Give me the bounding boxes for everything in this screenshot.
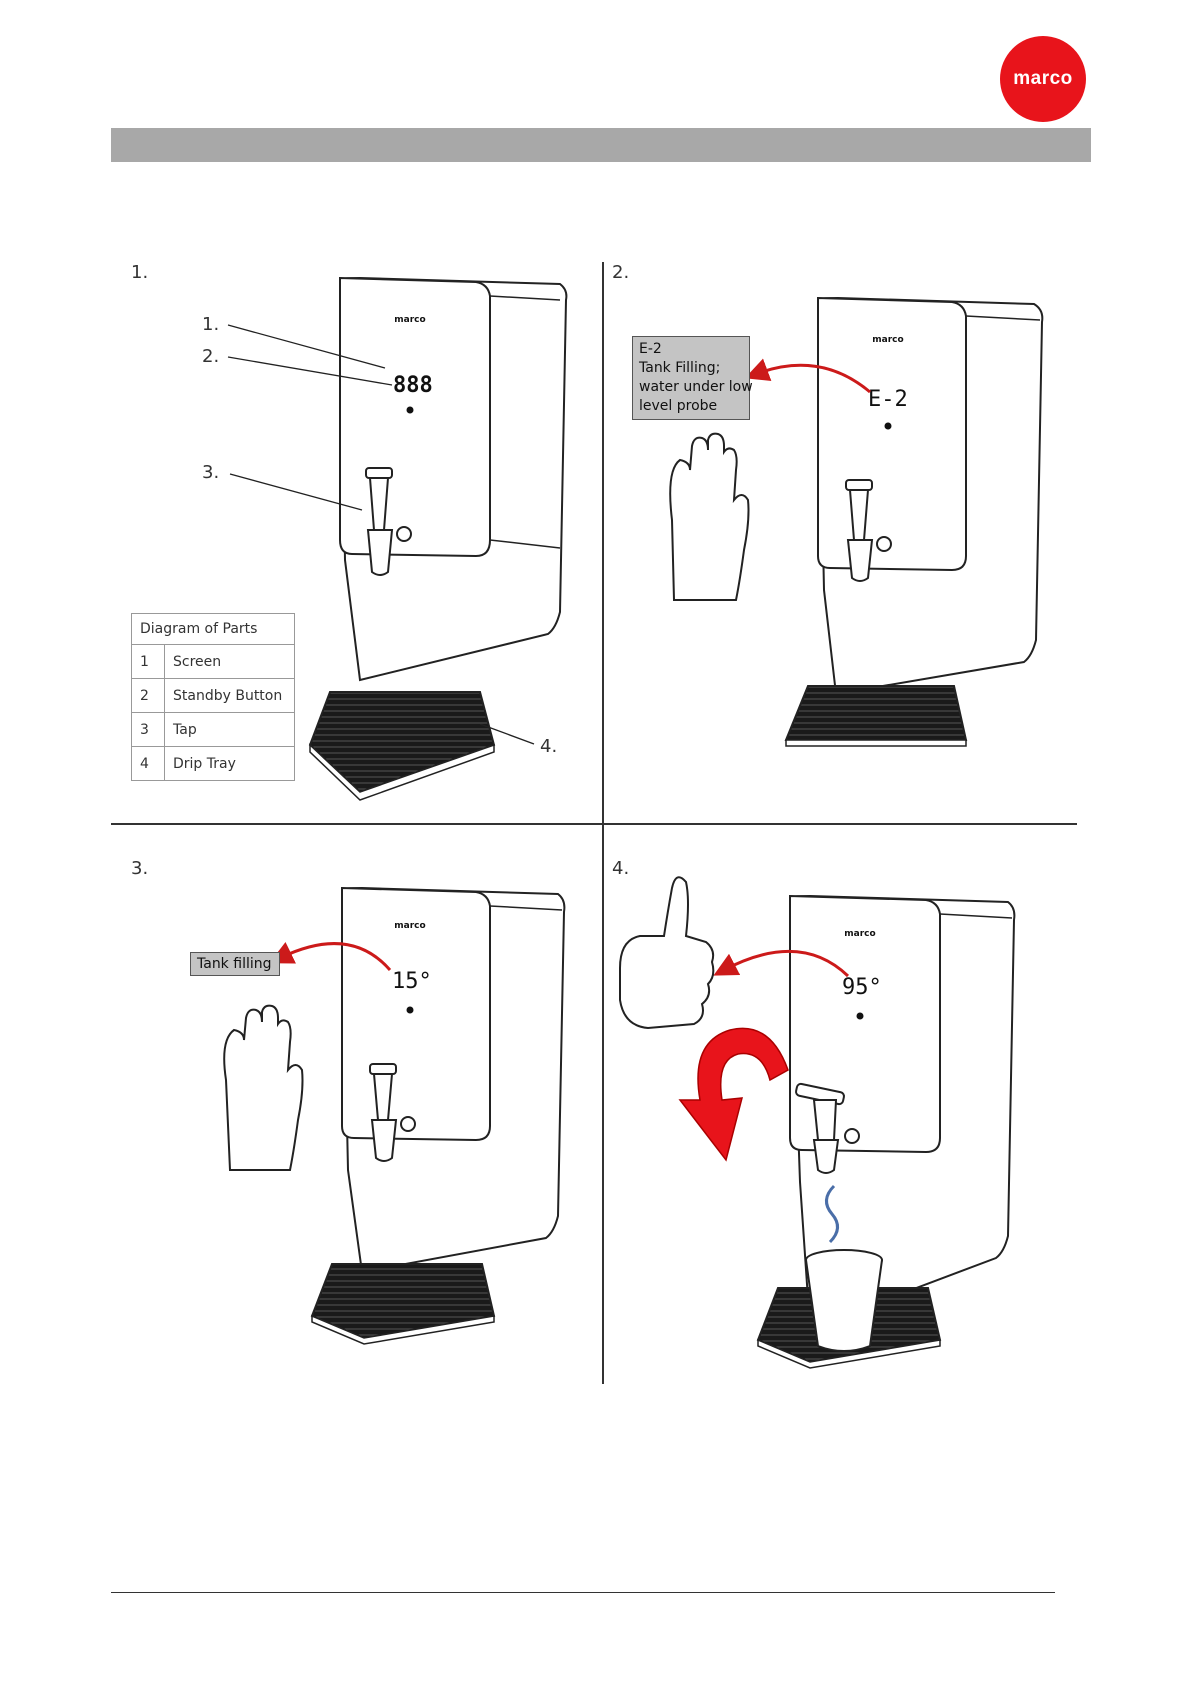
callout-1: 1.: [202, 314, 219, 335]
part-label: Standby Button: [165, 679, 295, 713]
stop-hand-icon: [224, 1006, 302, 1170]
part-number: 3: [132, 713, 165, 747]
callout-line: water under low: [639, 378, 743, 397]
thumbs-up-icon: [620, 877, 713, 1028]
part-label: Screen: [165, 645, 295, 679]
panel-4-display: 95°: [842, 975, 882, 1000]
error-callout-box: E-2 Tank Filling; water under low level …: [632, 336, 750, 420]
machine-brand-label: marco: [394, 921, 425, 931]
paper-cup-icon: [806, 1250, 882, 1351]
table-row: 4 Drip Tray: [132, 747, 295, 781]
panel-1-display: 888: [393, 373, 433, 398]
machine-brand-label: marco: [844, 929, 875, 939]
part-number: 4: [132, 747, 165, 781]
callout-4: 4.: [540, 736, 557, 757]
part-number: 2: [132, 679, 165, 713]
table-row: 3 Tap: [132, 713, 295, 747]
parts-table-title: Diagram of Parts: [132, 614, 295, 645]
table-row: 2 Standby Button: [132, 679, 295, 713]
callout-line: E-2: [639, 340, 743, 359]
stop-hand-icon: [670, 434, 748, 600]
standby-button: [885, 423, 892, 430]
standby-button: [857, 1013, 864, 1020]
parts-table: Diagram of Parts 1 Screen 2 Standby Butt…: [131, 613, 295, 781]
panel-2-display: E-2: [868, 387, 908, 412]
panel-3-display: 15°: [392, 969, 432, 994]
table-row: 1 Screen: [132, 645, 295, 679]
callout-2: 2.: [202, 346, 219, 367]
callout-text: Tank filling: [197, 955, 273, 974]
machine-brand-label: marco: [394, 315, 425, 325]
standby-button: [407, 407, 414, 414]
part-label: Drip Tray: [165, 747, 295, 781]
water-boiler-illustration: marco 95°: [620, 877, 1014, 1368]
part-number: 1: [132, 645, 165, 679]
callout-line: level probe: [639, 397, 743, 416]
tank-filling-callout: Tank filling: [190, 952, 280, 976]
callout-3: 3.: [202, 462, 219, 483]
rotate-tap-arrow-icon: [680, 1028, 788, 1160]
part-label: Tap: [165, 713, 295, 747]
standby-button: [407, 1007, 414, 1014]
machine-brand-label: marco: [872, 335, 903, 345]
callout-line: Tank Filling;: [639, 359, 743, 378]
